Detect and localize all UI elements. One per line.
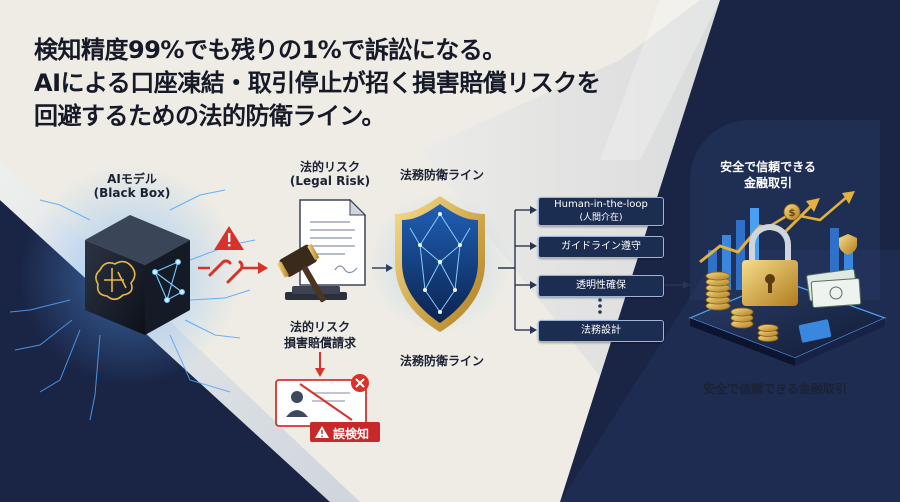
measure-label: 透明性確保 xyxy=(576,280,626,291)
legal-risk-label: 法的リスク xyxy=(299,160,360,174)
outcome-label-bottom: 安全で信頼できる金融取引 xyxy=(703,382,847,396)
measure-guideline-compliance: ガイドライン遵守 xyxy=(538,236,664,258)
gavel-icon xyxy=(277,244,347,303)
defense-label-top: 法務防衛ライン xyxy=(399,168,484,182)
measure-sublabel: (人間介在) xyxy=(579,213,623,223)
card-icon xyxy=(798,319,832,343)
false-detection-card xyxy=(275,374,380,442)
dollar-coin-icon: $ xyxy=(783,203,801,221)
finance-platform xyxy=(688,279,887,366)
flow-arrow xyxy=(498,206,690,334)
svg-text:$: $ xyxy=(789,208,796,219)
measure-label: 法務設計 xyxy=(581,325,621,336)
user-icon xyxy=(286,391,308,417)
legal-risk-sublabel: (Legal Risk) xyxy=(289,174,371,188)
headline-line-3: 回避するための法的防衛ライン。 xyxy=(34,102,386,130)
defense-label-bottom: 法務防衛ライン xyxy=(399,354,484,368)
coin-stack-icon xyxy=(705,271,779,342)
close-icon xyxy=(351,374,369,392)
measure-human-in-the-loop: Human-in-the-loop (人間介在) xyxy=(538,197,664,226)
ai-model-sublabel: (Black Box) xyxy=(93,186,171,200)
broken-link-icon xyxy=(208,259,244,284)
measure-legal-design: 法務設計 xyxy=(538,320,664,342)
red-arrow xyxy=(198,262,268,274)
false-detection-label: 誤検知 xyxy=(333,427,370,441)
growth-arrow-icon xyxy=(699,203,814,264)
ellipsis-dots xyxy=(598,298,602,314)
shield-check-icon xyxy=(839,234,857,255)
warning-icon xyxy=(315,426,329,438)
damages-label-1: 法的リスク xyxy=(289,320,350,334)
ai-black-box-cube xyxy=(85,215,190,335)
measure-transparency: 透明性確保 xyxy=(538,275,664,297)
shield-icon xyxy=(395,196,485,332)
ai-model-label: AIモデル xyxy=(107,172,157,186)
damages-label-2: 損害賠償請求 xyxy=(283,336,356,350)
measure-label: ガイドライン遵守 xyxy=(561,241,641,252)
warning-icon xyxy=(214,226,244,250)
headline-line-1: 検知精度99%でも残りの1%で訴訟になる。 xyxy=(34,36,506,64)
measure-label: Human-in-the-loop xyxy=(554,199,648,210)
headline-line-2: AIによる口座凍結・取引停止が招く損害賠償リスクを xyxy=(34,69,601,97)
outcome-label-top-2: 金融取引 xyxy=(743,176,792,190)
brain-icon xyxy=(95,260,136,301)
down-arrow xyxy=(315,352,325,377)
padlock-icon xyxy=(742,224,798,306)
banknote-icon xyxy=(806,268,862,309)
network-icon xyxy=(152,259,185,303)
outcome-label-top-1: 安全で信頼できる xyxy=(720,160,816,174)
